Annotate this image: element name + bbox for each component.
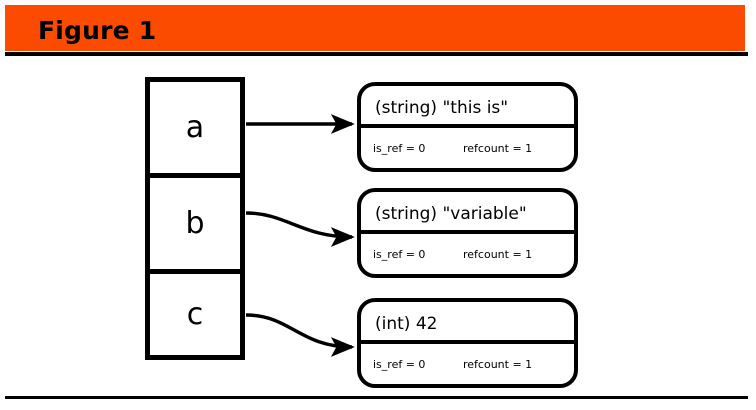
header-divider-rule — [5, 52, 748, 56]
variable-row-a: a — [150, 82, 240, 173]
refcount-label-a: refcount = 1 — [463, 141, 533, 155]
arrow-b-to-box-b — [245, 211, 355, 247]
value-meta-c: is_ref = 0 refcount = 1 — [361, 344, 574, 384]
value-meta-b: is_ref = 0 refcount = 1 — [361, 234, 574, 274]
value-meta-a: is_ref = 0 refcount = 1 — [361, 128, 574, 168]
variable-row-b: b — [150, 173, 240, 274]
refcount-label-c: refcount = 1 — [463, 357, 533, 371]
variable-label-a: a — [185, 109, 205, 145]
value-box-divider-a — [361, 124, 574, 128]
value-type-label-b: (string) "variable" — [375, 203, 527, 224]
is-ref-label-c: is_ref = 0 — [373, 357, 426, 371]
value-box-divider-b — [361, 230, 574, 234]
value-type-label-c: (int) 42 — [375, 313, 438, 334]
figure-title: Figure 1 — [38, 16, 157, 45]
value-box-a: (string) "this is" is_ref = 0 refcount =… — [357, 82, 578, 172]
value-box-divider-c — [361, 340, 574, 344]
variable-row-c: c — [150, 274, 240, 355]
arrow-c-to-box-c — [245, 313, 355, 357]
refcount-label-b: refcount = 1 — [463, 247, 533, 261]
value-box-c: (int) 42 is_ref = 0 refcount = 1 — [357, 298, 578, 388]
variable-table: a b c — [145, 77, 245, 360]
variable-label-b: b — [185, 205, 205, 241]
footer-divider-rule — [5, 396, 748, 399]
value-type-label-a: (string) "this is" — [375, 97, 509, 118]
value-box-b: (string) "variable" is_ref = 0 refcount … — [357, 188, 578, 278]
is-ref-label-b: is_ref = 0 — [373, 247, 426, 261]
figure-header-bar: Figure 1 — [5, 5, 745, 51]
is-ref-label-a: is_ref = 0 — [373, 141, 426, 155]
variable-label-c: c — [186, 296, 204, 332]
